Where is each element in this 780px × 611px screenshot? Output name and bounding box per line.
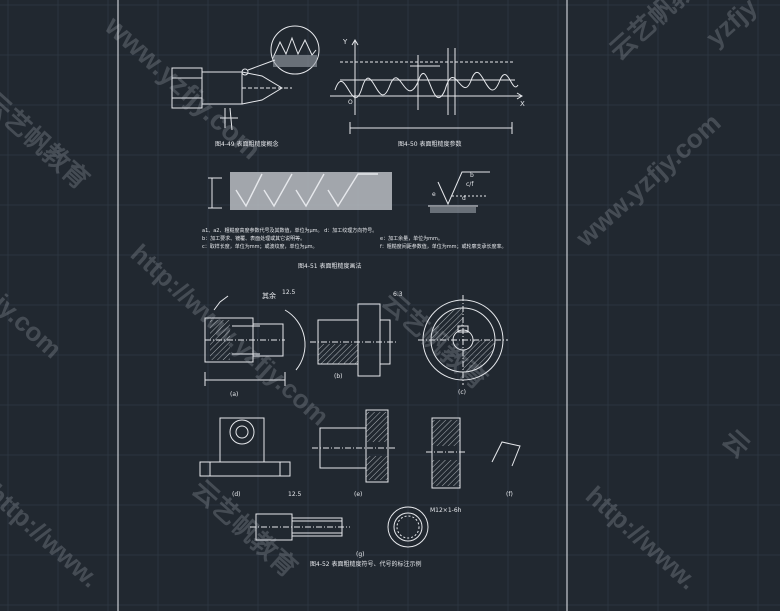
axis-o-label: O (348, 99, 353, 106)
figure-4-52g-threaded-shaft[interactable] (250, 506, 429, 548)
hatch-b (318, 344, 358, 364)
hatch-c2 (463, 340, 495, 372)
caption-fig-4-50: 图4-50 表面粗糙度参数 (398, 140, 462, 148)
hatch-e (366, 412, 388, 442)
hatch-f (432, 420, 460, 446)
sub-label-d: (d) (232, 491, 241, 498)
qiyu-label-a: 其余 (262, 291, 276, 300)
figure-4-52d-bracket[interactable] (199, 417, 291, 477)
sub-label-e: (e) (354, 491, 362, 498)
figure-4-49-roughness-concept[interactable] (171, 25, 320, 131)
figure-4-51-roughness-drawing[interactable] (208, 171, 490, 213)
sub-label-a: (a) (230, 391, 238, 398)
roughness-value-c: 6.3 (393, 291, 403, 298)
roughness-value-a: 12.5 (282, 289, 296, 296)
sub-label-c: (c) (458, 389, 466, 396)
figure-4-52e-sleeve[interactable] (312, 409, 396, 483)
legend-line-1: a1、a2、粗糙度高度参数代号及其数值，单位为μm。 d：加工纹理方向符号。 (202, 227, 377, 234)
figure-4-52f-bushing[interactable] (426, 417, 521, 489)
hatch-e2 (366, 456, 388, 480)
symbol-cf-label: c/f (466, 181, 474, 188)
hatch-a (210, 320, 230, 360)
legend-line-3b: f：粗糙度间距参数值，单位为mm；或轮廓支承长度率。 (380, 243, 507, 250)
hatch-f2 (432, 460, 460, 486)
legend-line-2b: e：加工余量，单位为mm。 (380, 235, 443, 242)
caption-fig-4-49: 图4-49 表面粗糙度概念 (215, 140, 279, 148)
axis-x-label: X (520, 100, 525, 108)
sub-label-f: (f) (506, 491, 513, 498)
sub-label-b: (b) (334, 373, 343, 380)
symbol-e-label: e (432, 191, 436, 198)
roughness-value-d: 12.5 (288, 491, 302, 498)
symbol-d-label: d (462, 195, 466, 202)
figure-4-52b-stepped-shaft[interactable] (310, 303, 398, 377)
caption-fig-4-51: 图4-51 表面粗糙度画法 (298, 262, 362, 270)
legend-line-3: c：取样长度，单位为mm；或波纹度，单位为μm。 (202, 243, 318, 250)
symbol-b-label: b (470, 172, 474, 179)
sheet-border (117, 0, 568, 611)
hatch-c (431, 308, 463, 340)
legend-line-2: b：加工要求、镀覆、表面处理或其它说明等。 (202, 235, 305, 242)
sub-label-g: (g) (356, 551, 365, 558)
axis-y-label: Y (342, 38, 348, 46)
caption-fig-4-52: 图4-52 表面粗糙度符号、代号的标注示例 (310, 560, 422, 568)
thread-label: M12×1-6h (430, 507, 462, 514)
figure-4-50-roughness-parameters[interactable] (330, 39, 523, 134)
